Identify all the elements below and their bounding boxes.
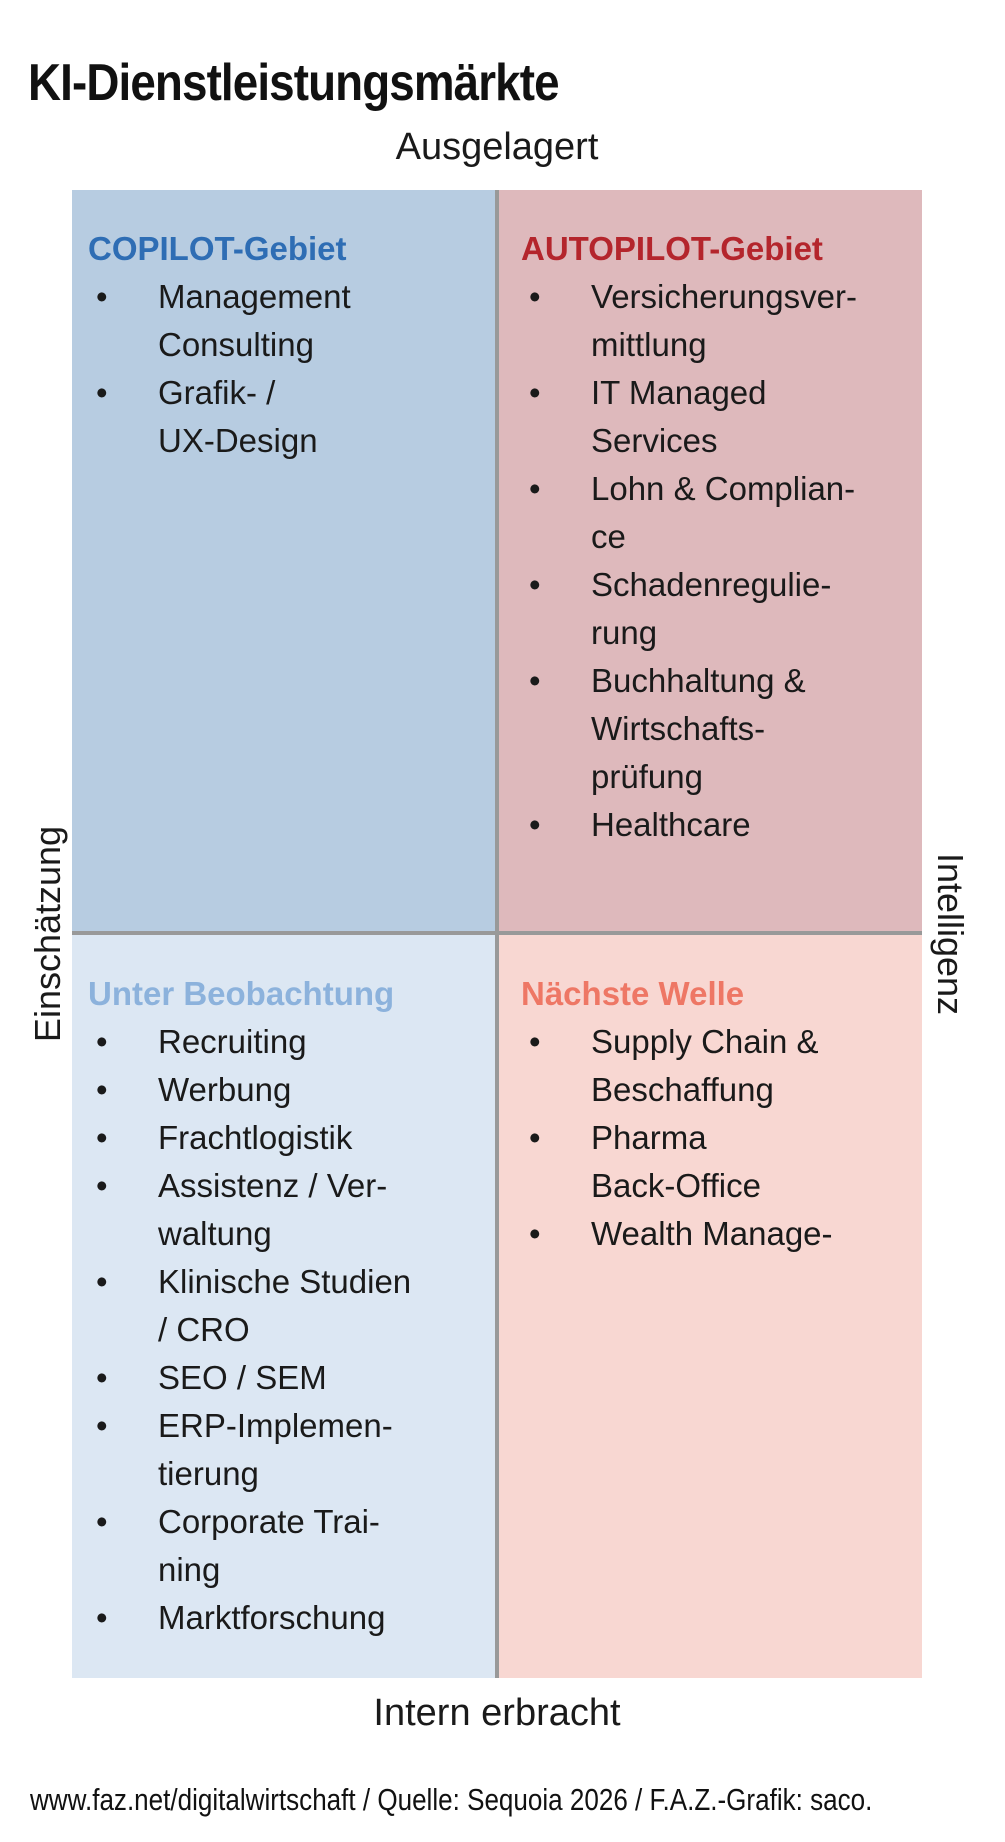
list-item: Klinische Studien / CRO bbox=[96, 1258, 487, 1354]
list-item: Schadenregulie- rung bbox=[529, 561, 914, 657]
quadrant-item-list-autopilot: Versicherungsver- mittlungIT Managed Ser… bbox=[521, 273, 914, 849]
quadrant-item-list-beobachtung: RecruitingWerbungFrachtlogistikAssistenz… bbox=[88, 1018, 487, 1642]
list-item: Wealth Manage- bbox=[529, 1210, 914, 1258]
axis-label-right: Intelligenz bbox=[930, 852, 971, 1016]
divider-horizontal bbox=[72, 931, 922, 935]
list-item: Lohn & Complian- ce bbox=[529, 465, 914, 561]
list-item: Supply Chain & Beschaffung bbox=[529, 1018, 914, 1114]
list-item: Corporate Trai- ning bbox=[96, 1498, 487, 1594]
axis-label-top: Ausgelagert bbox=[395, 126, 599, 168]
list-item: Versicherungsver- mittlung bbox=[529, 273, 914, 369]
page-title: KI-Dienstleistungsmärkte bbox=[28, 53, 560, 112]
quadrant-copilot: COPILOT-Gebiet Management ConsultingGraf… bbox=[72, 190, 495, 931]
list-item: IT Managed Services bbox=[529, 369, 914, 465]
quadrant-title-copilot: COPILOT-Gebiet bbox=[88, 230, 347, 267]
list-item: Recruiting bbox=[96, 1018, 487, 1066]
list-item: Management Consulting bbox=[96, 273, 487, 369]
quadrant-beobachtung: Unter Beobachtung RecruitingWerbungFrach… bbox=[72, 935, 495, 1678]
quadrant-autopilot: AUTOPILOT-Gebiet Versicherungsver- mittl… bbox=[499, 190, 922, 931]
list-item: Werbung bbox=[96, 1066, 487, 1114]
axis-label-bottom: Intern erbracht bbox=[373, 1692, 621, 1734]
quadrant-welle: Nächste Welle Supply Chain & Beschaffung… bbox=[499, 935, 922, 1678]
list-item: Buchhaltung & Wirtschafts- prüfung bbox=[529, 657, 914, 801]
list-item: SEO / SEM bbox=[96, 1354, 487, 1402]
list-item: Healthcare bbox=[529, 801, 914, 849]
axis-label-left: Einschätzung bbox=[27, 825, 68, 1043]
quadrant-matrix: COPILOT-Gebiet Management ConsultingGraf… bbox=[72, 190, 922, 1678]
footer-credit: www.faz.net/digitalwirtschaft / Quelle: … bbox=[30, 1782, 873, 1817]
quadrant-item-list-copilot: Management ConsultingGrafik- / UX-Design bbox=[88, 273, 487, 465]
list-item: Frachtlogistik bbox=[96, 1114, 487, 1162]
list-item: Marktforschung bbox=[96, 1594, 487, 1642]
list-item: ERP-Implemen- tierung bbox=[96, 1402, 487, 1498]
quadrant-item-list-welle: Supply Chain & BeschaffungPharma Back-Of… bbox=[521, 1018, 914, 1258]
quadrant-title-beobachtung: Unter Beobachtung bbox=[88, 975, 395, 1012]
quadrant-title-autopilot: AUTOPILOT-Gebiet bbox=[521, 230, 823, 267]
list-item: Grafik- / UX-Design bbox=[96, 369, 487, 465]
list-item: Assistenz / Ver- waltung bbox=[96, 1162, 487, 1258]
list-item: Pharma Back-Office bbox=[529, 1114, 914, 1210]
quadrant-title-welle: Nächste Welle bbox=[521, 975, 745, 1012]
